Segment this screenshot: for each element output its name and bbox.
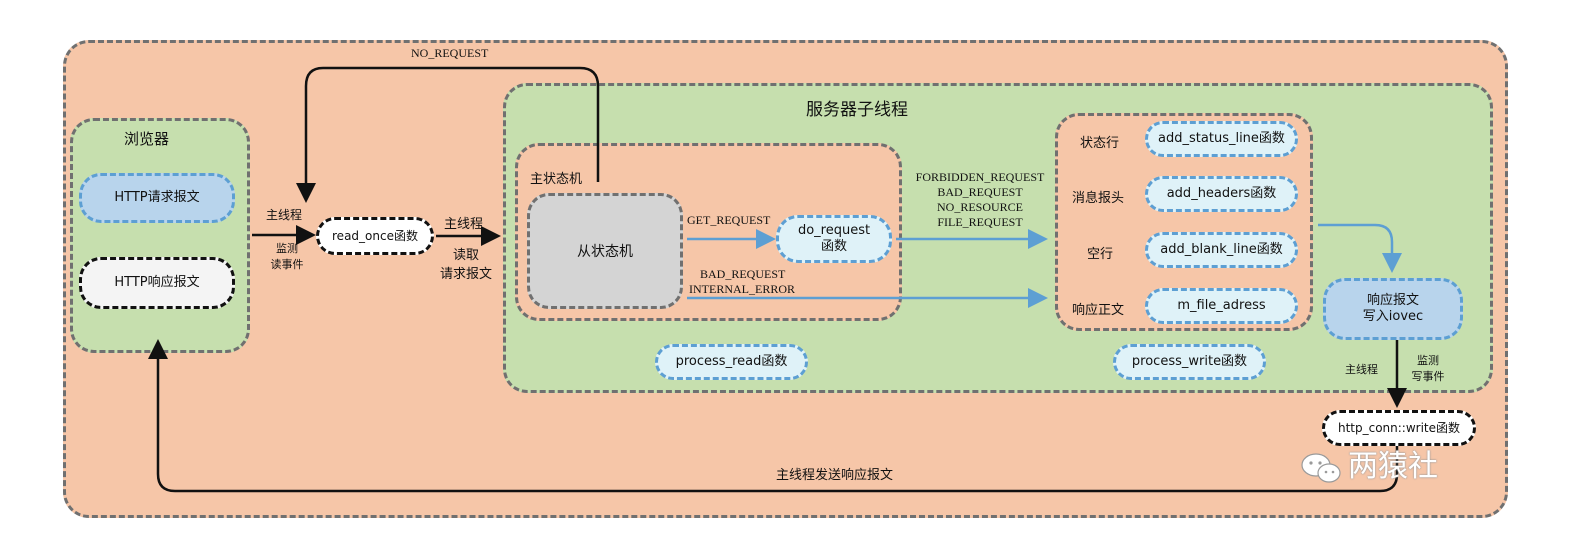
add-status-line-node: add_status_line函数	[1145, 121, 1298, 157]
wechat-icon	[1301, 452, 1341, 483]
http-request-node: HTTP请求报文	[79, 173, 235, 223]
http-conn-write-node: http_conn::write函数	[1322, 410, 1476, 446]
label-monitor-write-line2: 写事件	[1411, 370, 1445, 383]
label-read-line1: 读取	[452, 248, 479, 263]
read-once-node: read_once函数	[316, 217, 434, 255]
arrow-no-request-loop	[296, 66, 600, 203]
label-code-no-resource: NO_RESOURCE	[936, 200, 1023, 214]
label-internal-error: INTERNAL_ERROR	[689, 282, 795, 296]
process-write-node: process_write函数	[1113, 344, 1266, 380]
main-state-machine-label: 主状态机	[530, 172, 583, 187]
iovec-line1: 响应报文	[1366, 292, 1419, 308]
do-request-line1: do_request	[797, 222, 871, 238]
label-no-request: NO_REQUEST	[411, 46, 489, 60]
label-code-bad-request: BAD_REQUEST	[937, 185, 1023, 199]
do-request-node: do_request 函数	[776, 215, 892, 263]
response-write-iovec-node: 响应报文 写入iovec	[1323, 278, 1463, 340]
label-response-codes: FORBIDDEN_REQUEST BAD_REQUEST NO_RESOURC…	[905, 170, 1055, 230]
iovec-line2: 写入iovec	[1362, 309, 1424, 324]
label-monitor-read-line2: 读事件	[270, 258, 304, 271]
arrow-send-response-back	[148, 339, 1399, 493]
response-part-label-blank-line: 空行	[1087, 247, 1114, 262]
label-code-file-request: FILE_REQUEST	[937, 215, 1023, 229]
label-get-request: GET_REQUEST	[687, 213, 771, 227]
label-send-response-back: 主线程发送响应报文	[776, 468, 894, 483]
do-request-line2: 函数	[820, 239, 847, 254]
label-monitor-write-line1: 监测	[1417, 354, 1439, 367]
watermark-text: 两猿社	[1348, 449, 1438, 484]
watermark: 两猿社	[1300, 441, 1438, 485]
slave-state-machine-node: 从状态机	[527, 193, 683, 309]
label-code-forbidden: FORBIDDEN_REQUEST	[915, 170, 1045, 184]
label-read-request: 读取 请求报文	[433, 244, 499, 282]
label-main-thread-3: 主线程	[1345, 363, 1378, 376]
browser-group	[70, 118, 250, 353]
response-part-label-body: 响应正文	[1072, 303, 1125, 318]
label-main-thread-2: 主线程	[444, 217, 484, 232]
process-read-node: process_read函数	[655, 344, 808, 380]
label-bad-request: BAD_REQUEST	[700, 267, 786, 281]
response-part-label-status-line: 状态行	[1080, 136, 1120, 151]
response-part-label-headers: 消息报头	[1072, 191, 1125, 206]
add-blank-line-node: add_blank_line函数	[1145, 232, 1298, 268]
arrow-response-to-iovec	[1318, 223, 1402, 273]
label-main-thread-1: 主线程	[266, 208, 303, 222]
label-monitor-read-line1: 监测	[276, 242, 298, 255]
label-monitor-write: 监测 写事件	[1406, 352, 1450, 384]
m-file-adress-node: m_file_adress	[1145, 288, 1298, 324]
browser-title: 浏览器	[124, 130, 170, 148]
add-headers-node: add_headers函数	[1145, 176, 1298, 212]
label-monitor-read: 监测 读事件	[269, 240, 305, 272]
label-read-line2: 请求报文	[439, 267, 492, 282]
http-response-node: HTTP响应报文	[79, 257, 235, 309]
server-thread-title: 服务器子线程	[806, 100, 908, 120]
